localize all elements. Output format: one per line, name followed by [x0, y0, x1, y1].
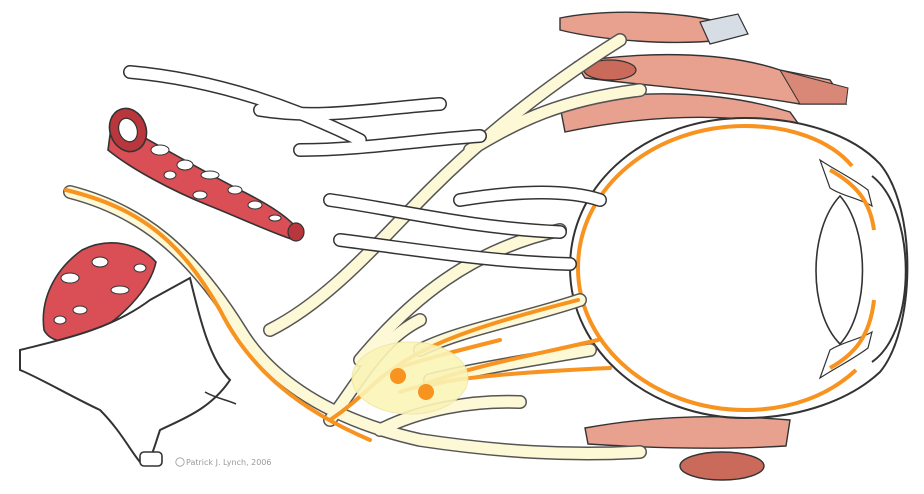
eyeball [570, 118, 907, 418]
inferior-muscle [585, 417, 790, 448]
superior-muscle-1 [560, 12, 722, 42]
extraocular-muscles-top [560, 12, 848, 132]
copyright-icon [176, 458, 184, 466]
muscle-knob-bottom [680, 452, 764, 480]
credit: Patrick J. Lynch, 2006 [176, 458, 272, 467]
ciliary-ganglion [352, 342, 468, 414]
credit-text: Patrick J. Lynch, 2006 [186, 458, 271, 467]
